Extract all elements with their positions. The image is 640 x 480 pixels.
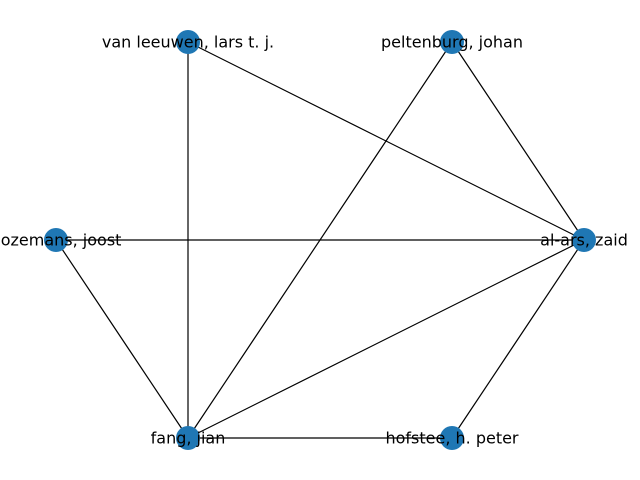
edge-al_ars-hofstee <box>451 239 585 439</box>
node-fang <box>176 426 200 450</box>
labels-layer: van leeuwen, lars t. j. peltenburg, johan… <box>0 33 628 448</box>
edge-fang-al_ars <box>187 239 585 439</box>
node-peltenburg <box>440 30 464 54</box>
node-label-van_leeuwen: van leeuwen, lars t. j. <box>102 33 274 52</box>
node-label-fang: fang, jian <box>151 429 226 448</box>
node-label-al_ars: al-ars, zaid <box>540 231 628 250</box>
edge-peltenburg-al_ars <box>451 41 585 241</box>
node-bozemans <box>44 228 68 252</box>
node-van_leeuwen <box>176 30 200 54</box>
node-hofstee <box>440 426 464 450</box>
node-label-peltenburg: peltenburg, johan <box>381 33 523 52</box>
edge-bozemans-fang <box>55 239 189 439</box>
nodes-layer <box>44 30 596 450</box>
node-al_ars <box>572 228 596 252</box>
node-label-hofstee: hofstee, h. peter <box>385 429 518 448</box>
edges-layer <box>55 41 585 439</box>
node-label-bozemans: bozemans, joost <box>0 231 121 250</box>
